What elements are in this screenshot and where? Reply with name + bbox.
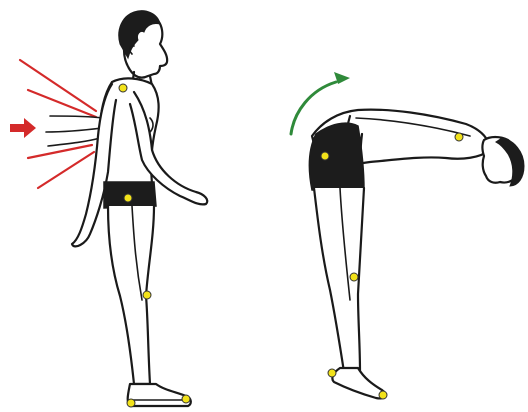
joint-marker [143,291,151,299]
joint-marker [124,194,132,202]
joint-marker [328,369,336,377]
tension-lines [46,116,102,146]
joint-marker [379,391,387,399]
joint-marker [127,399,135,407]
joint-marker [321,152,329,160]
bending-figure [291,72,524,398]
shorts-bent [309,123,364,190]
pain-lines [20,60,96,188]
joint-marker [455,133,463,141]
joint-marker [350,273,358,281]
joint-marker [182,395,190,403]
feet-bent [332,368,385,398]
joint-marker [119,84,127,92]
pain-arrow-icon [10,118,36,138]
feet [128,384,191,406]
standing-figure [10,11,207,406]
